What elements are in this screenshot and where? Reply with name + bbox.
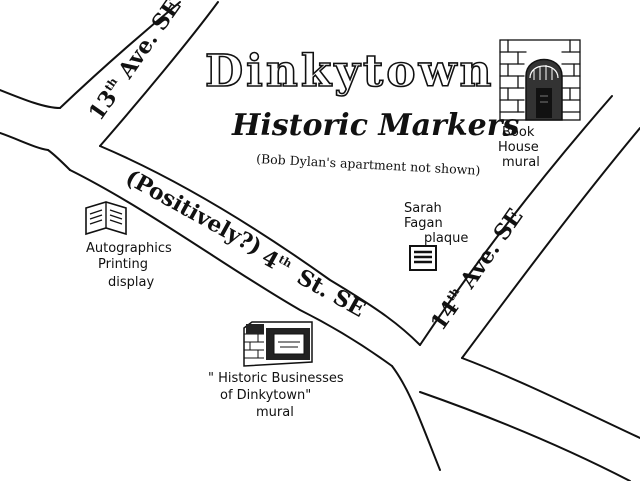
street-4th-st-line-south-left — [0, 132, 49, 151]
autographics-label-line2: Printing — [98, 257, 148, 272]
sarah-fagan-label-line2: Fagan — [404, 216, 443, 231]
street-14th-ave-line-west — [391, 365, 441, 471]
plaque-icon — [409, 245, 437, 271]
open-display-icon — [85, 201, 127, 236]
street-13th-ave-line-west — [59, 1, 181, 109]
sarah-fagan-label-line3: plaque — [424, 231, 468, 246]
street-14th-ave-line-east — [461, 127, 640, 359]
street-4th-st-line-south-2 — [419, 391, 631, 481]
street-label-4th-st: 4thSt. SE — [257, 245, 370, 323]
book-house-label-line2: House — [498, 140, 539, 155]
street-4th-st-line-south — [69, 169, 393, 367]
historic-businesses-label-line2: of Dinkytown" — [220, 388, 311, 403]
sarah-fagan-label-line1: Sarah — [404, 201, 442, 216]
street-4th-st-line-north — [0, 89, 61, 109]
map-note: (Bob Dylan's apartment not shown) — [256, 151, 481, 178]
autographics-label-line1: Autographics — [86, 241, 172, 256]
historic-businesses-label-line3: mural — [256, 405, 294, 420]
map-title: Dinkytown — [205, 46, 494, 97]
storefront-mural-icon — [243, 321, 313, 367]
street-13th-ave-line-east — [99, 1, 219, 147]
street-13th-ave-line-south — [47, 149, 71, 171]
book-house-label-line3: mural — [502, 155, 540, 170]
book-house-label-line1: Book — [502, 125, 535, 140]
street-4th-st-line-north-3 — [461, 357, 640, 439]
autographics-label-line3: display — [108, 275, 154, 290]
street-4th-st-line-north-2 — [99, 145, 421, 346]
street-14th-ave-line-west-2 — [419, 95, 613, 346]
historic-businesses-label-line1: " Historic Businesses — [208, 371, 344, 386]
map-subtitle: Historic Markers — [231, 108, 520, 143]
brick-arch-mural-icon — [499, 39, 581, 121]
